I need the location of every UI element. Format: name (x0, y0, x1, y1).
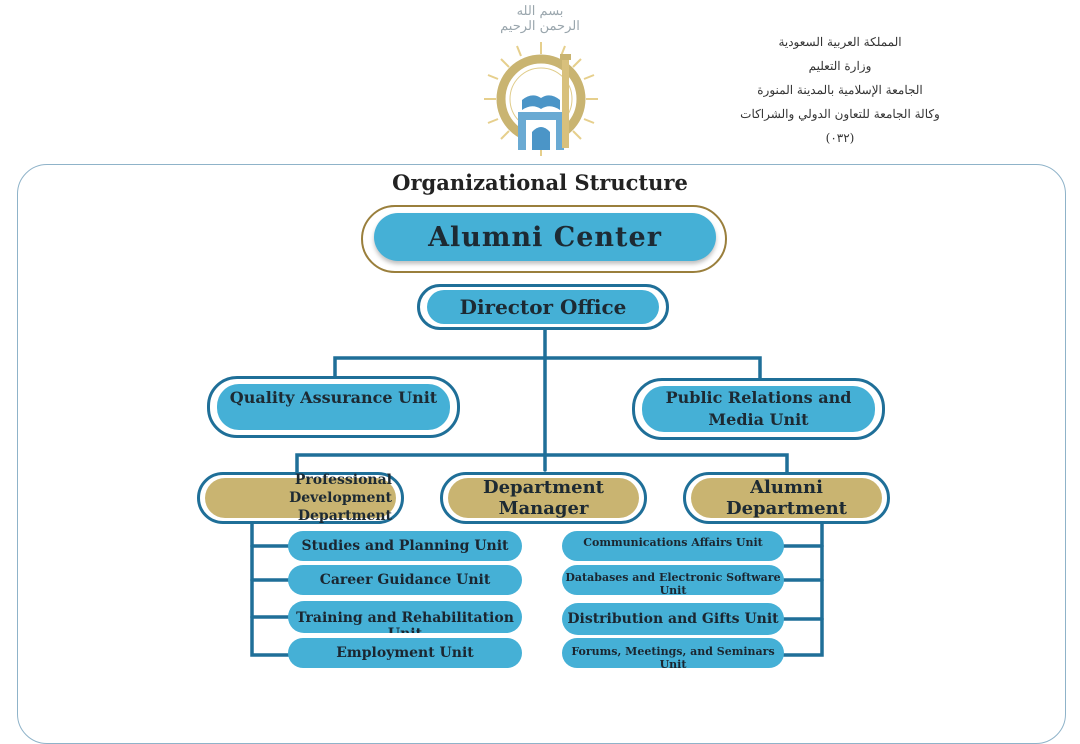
unit-training-rehabilitation: Training and Rehabilitation Unit (288, 601, 522, 633)
letterhead-line: الجامعة الإسلامية بالمدينة المنورة (757, 83, 923, 97)
unit-career-guidance: Career Guidance Unit (288, 565, 522, 595)
unit-distribution-gifts: Distribution and Gifts Unit (562, 603, 784, 635)
quality-assurance-box: Quality Assurance Unit (217, 384, 450, 430)
university-seal-icon (484, 42, 598, 156)
unit-forums-meetings: Forums, Meetings, and Seminars Unit (562, 638, 784, 671)
unit-employment: Employment Unit (288, 638, 522, 668)
professional-development-box: Professional Development Department (205, 472, 396, 524)
connector-lines (250, 267, 824, 657)
letterhead-line: المملكة العربية السعودية (778, 35, 902, 49)
letterhead-line: وكالة الجامعة للتعاون الدولي والشراكات (740, 107, 940, 121)
director-office-box: Director Office (427, 290, 659, 324)
public-relations-box: Public Relations and Media Unit (642, 386, 875, 432)
unit-studies-planning: Studies and Planning Unit (288, 531, 522, 561)
alumni-center-box: Alumni Center (374, 213, 716, 261)
basmala-calligraphy: بسم الله الرحمن الرحيم (500, 4, 580, 34)
letterhead-line: وزارة التعليم (808, 59, 872, 73)
unit-databases-software: Databases and Electronic Software Unit (562, 565, 784, 597)
letterhead-line: (٠٣٢) (825, 131, 855, 145)
alumni-department-box: Alumni Department (691, 477, 882, 519)
department-manager-box: Department Manager (448, 477, 639, 519)
diagram-title: Organizational Structure (392, 170, 688, 195)
arabic-letterhead: المملكة العربية السعودية وزارة التعليم ا… (710, 30, 970, 150)
unit-communications-affairs: Communications Affairs Unit (562, 531, 784, 561)
